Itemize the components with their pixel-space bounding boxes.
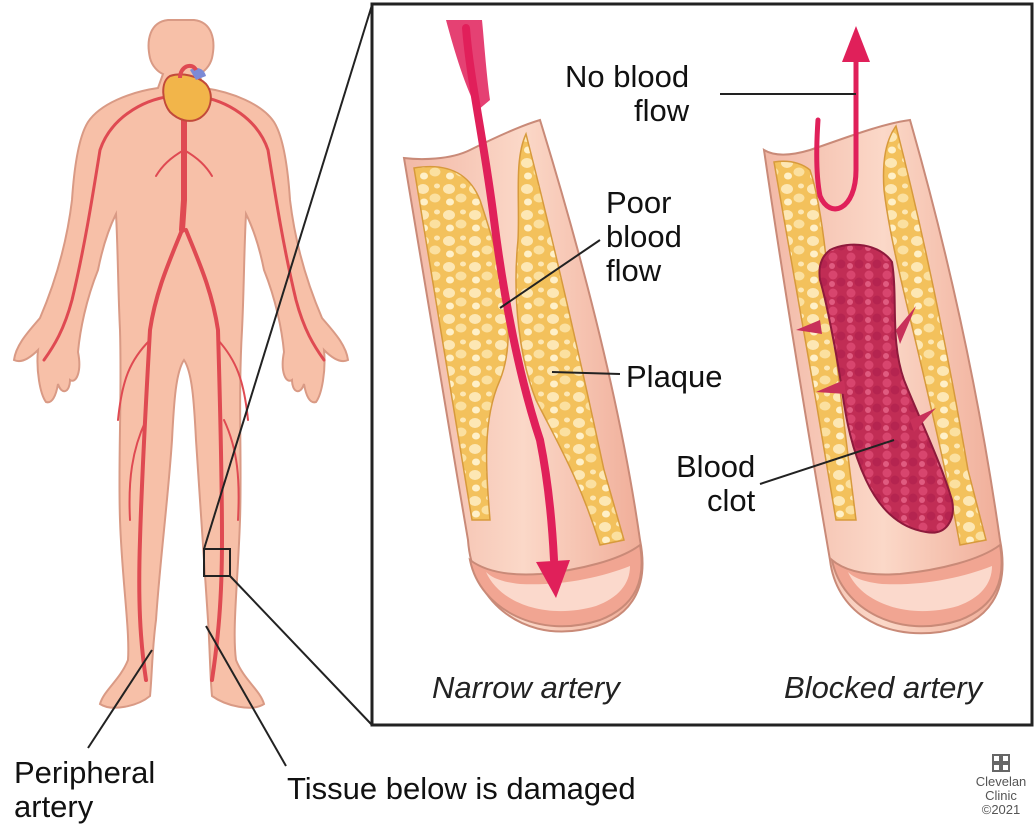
- label-tissue-damaged: Tissue below is damaged: [287, 772, 636, 806]
- label-no-blood-flow: No blood flow: [565, 60, 689, 128]
- label-blood-clot: Blood clot: [676, 450, 755, 518]
- cleveland-clinic-logo-icon: [992, 754, 1010, 772]
- credit-org-line2: Clinic: [968, 789, 1034, 803]
- label-peripheral-artery: Peripheral artery: [14, 756, 155, 824]
- credit-org-line1: Clevelan: [968, 775, 1034, 789]
- credit-logo: Clevelan Clinic ©2021: [968, 754, 1034, 817]
- credit-copyright: ©2021: [968, 803, 1034, 817]
- caption-blocked-artery: Blocked artery: [784, 670, 982, 706]
- body-figure: [14, 20, 348, 708]
- caption-narrow-artery: Narrow artery: [432, 670, 620, 706]
- label-poor-blood-flow: Poor blood flow: [606, 186, 682, 288]
- label-plaque: Plaque: [626, 360, 723, 394]
